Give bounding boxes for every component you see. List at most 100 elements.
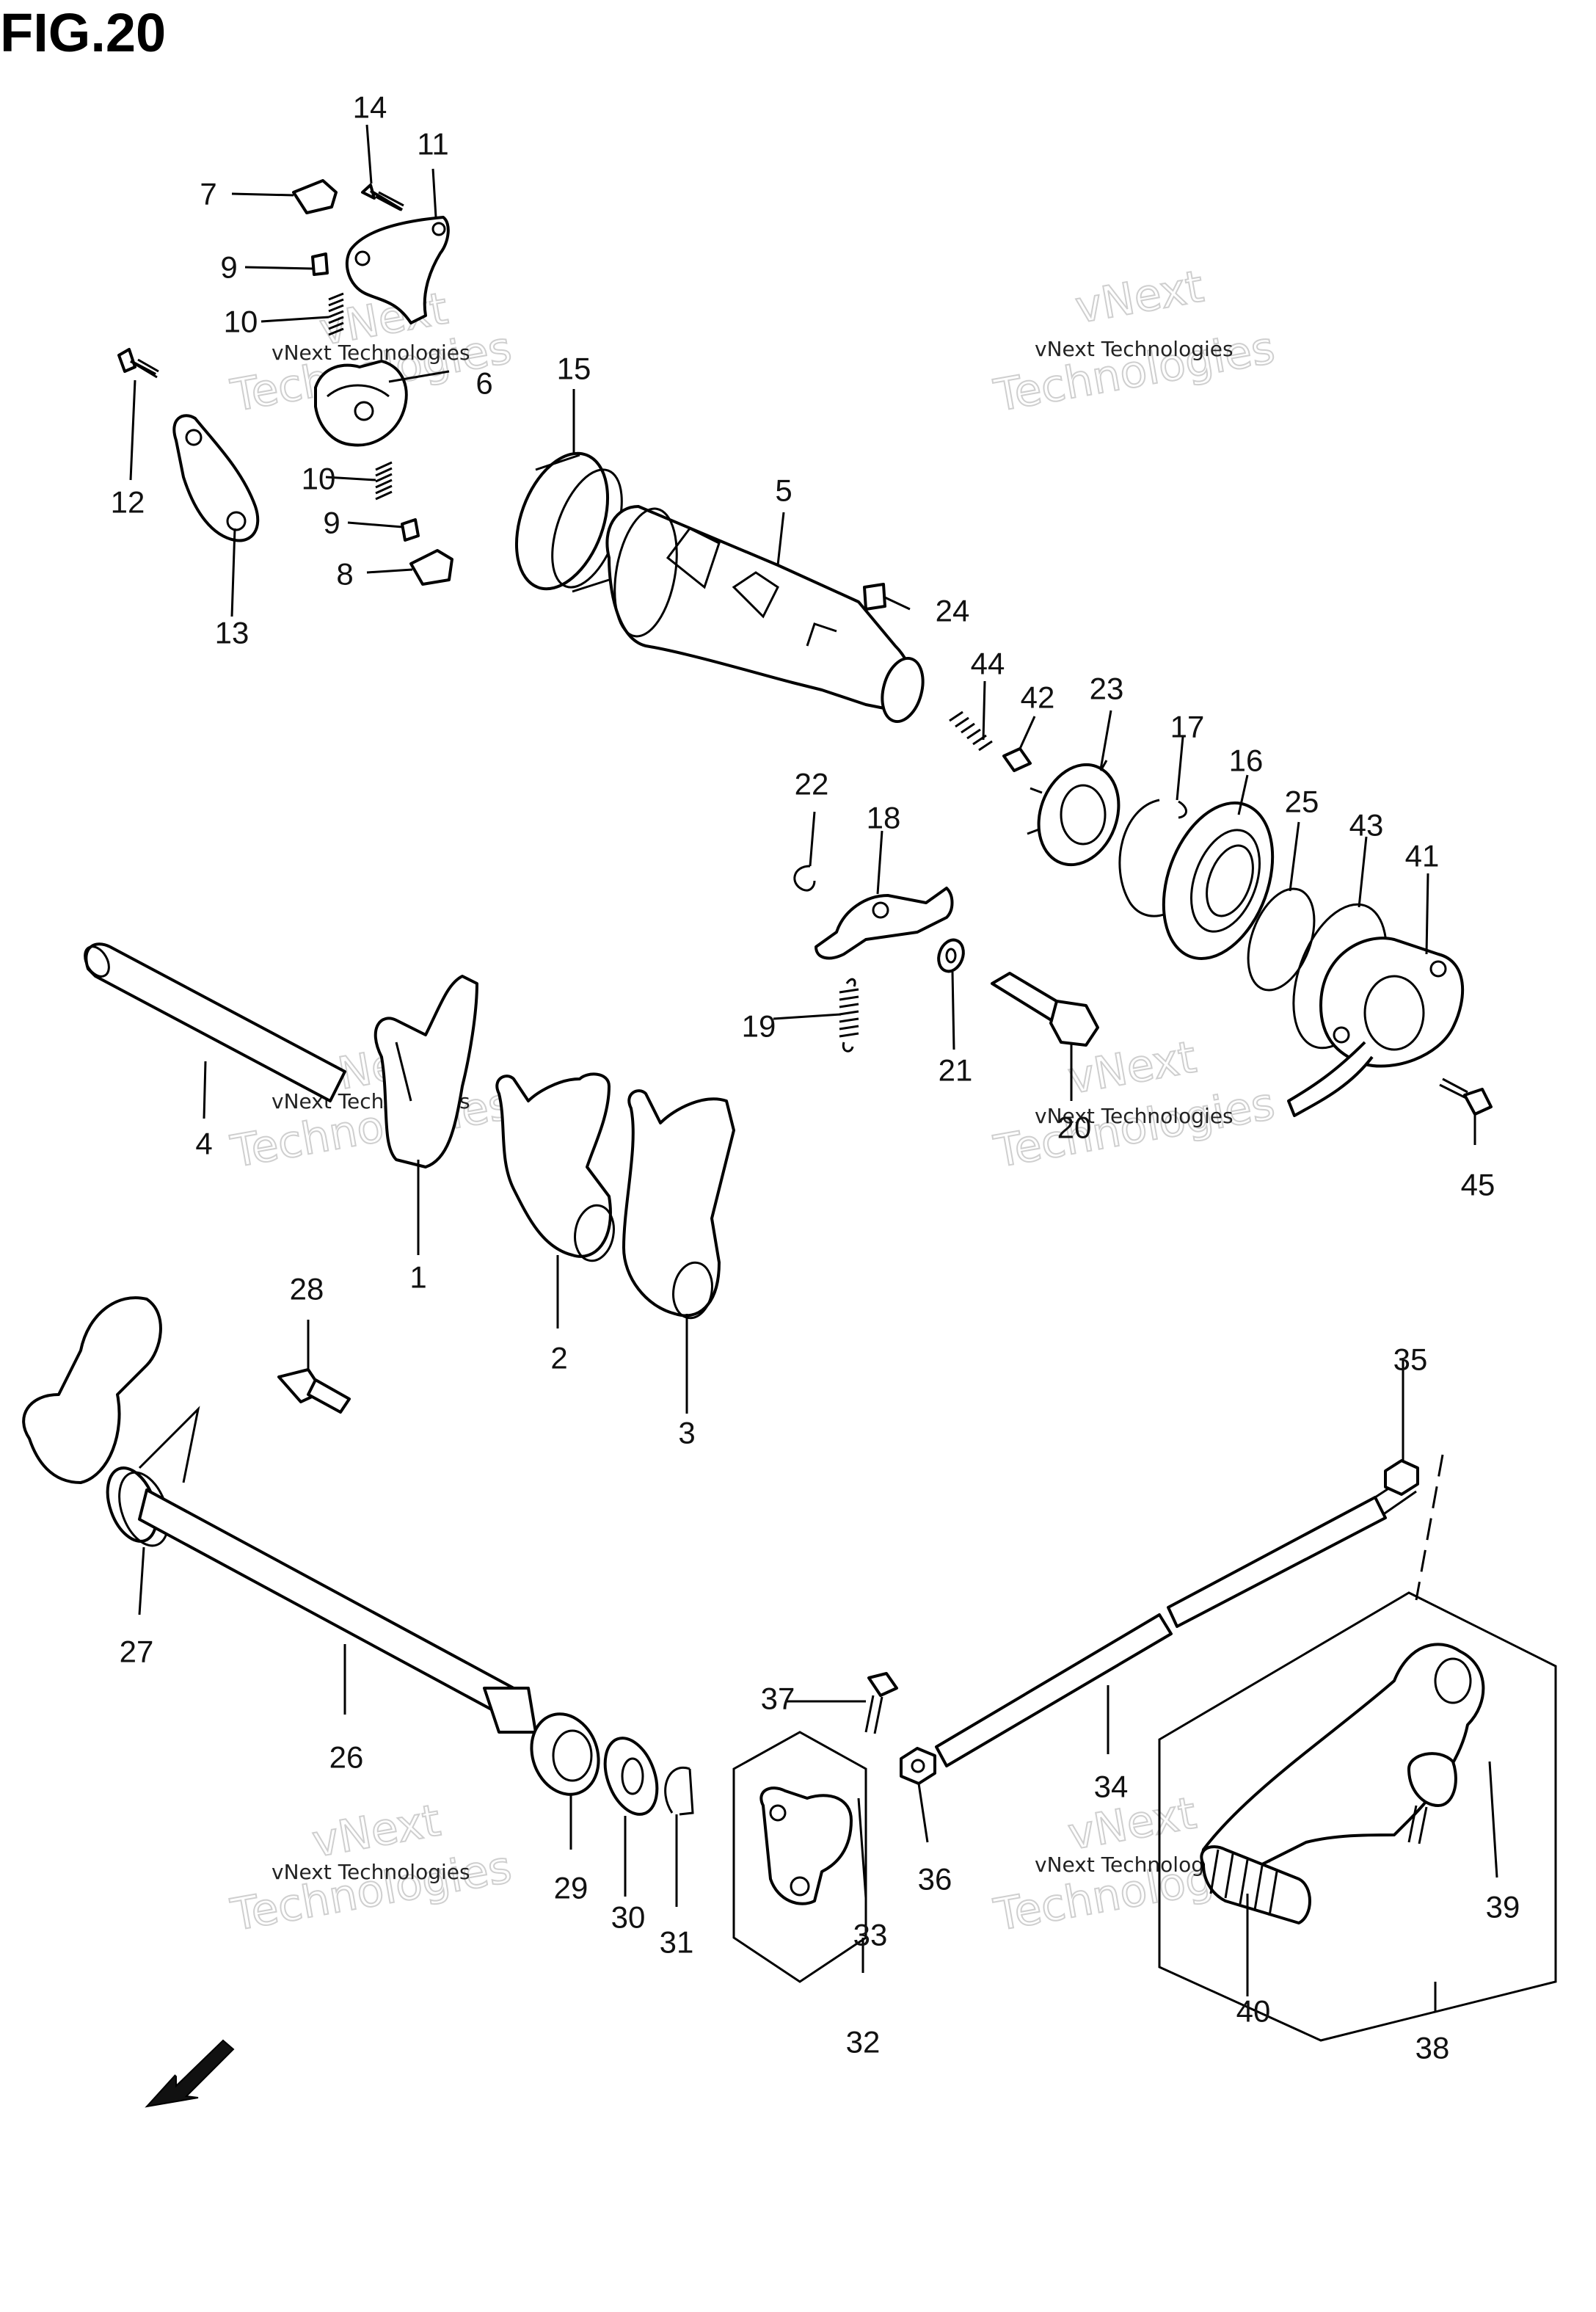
- fwd-arrow-icon: FWD: [145, 2039, 235, 2108]
- callout-17: 17: [1170, 710, 1205, 744]
- callout-33: 33: [853, 1918, 888, 1952]
- part-1-shift-fork: [374, 975, 478, 1168]
- assembly-guide-line: [1415, 1454, 1444, 1601]
- part-30-washer: [603, 1737, 659, 1816]
- callout-24: 24: [936, 594, 970, 628]
- callout-39: 39: [1486, 1890, 1520, 1924]
- callout-21: 21: [939, 1053, 973, 1088]
- part-8-stopper-cap: [409, 549, 453, 586]
- svg-text:vNext Technologies: vNext Technologies: [272, 341, 470, 365]
- callout-34: 34: [1094, 1770, 1129, 1804]
- callout-38: 38: [1415, 2031, 1450, 2065]
- callout-30: 30: [611, 1900, 646, 1935]
- callout-14: 14: [353, 90, 387, 125]
- callout-43: 43: [1349, 808, 1384, 843]
- svg-text:vNext Technologies: vNext Technologies: [1035, 337, 1234, 361]
- callout-16: 16: [1229, 744, 1264, 778]
- part-33-rod-end: [759, 1786, 853, 1905]
- callout-25: 25: [1285, 785, 1319, 819]
- callout-37: 37: [761, 1682, 795, 1716]
- callout-12: 12: [111, 485, 145, 520]
- callout-3: 3: [678, 1416, 695, 1450]
- part-2-shift-fork: [495, 1072, 615, 1262]
- part-39-bolt: [1407, 1752, 1457, 1844]
- callout-8: 8: [336, 557, 353, 592]
- part-28-bolt: [277, 1368, 351, 1414]
- callout-1: 1: [409, 1260, 426, 1295]
- part-9-pin-upper: [311, 252, 329, 276]
- part-35-nut: [1384, 1459, 1419, 1496]
- callout-36: 36: [918, 1862, 952, 1897]
- callout-2: 2: [550, 1341, 567, 1375]
- callout-22: 22: [795, 767, 829, 801]
- part-10-spring-upper: [328, 292, 344, 336]
- figure-title: FIG.20: [0, 2, 166, 63]
- callout-29: 29: [554, 1871, 589, 1905]
- watermark-top-right: Technologies vNext vNext Technologies: [989, 260, 1279, 423]
- callout-13: 13: [215, 616, 249, 650]
- part-19-spring: [839, 978, 859, 1053]
- part-40-footpeg-rubber: [1200, 1845, 1311, 1924]
- svg-text:vNext Technologies: vNext Technologies: [272, 1860, 470, 1884]
- part-16-bearing: [1162, 801, 1275, 960]
- part-38-gearshift-lever: [1200, 1643, 1485, 1883]
- part-45-bolt: [1439, 1077, 1493, 1116]
- callout-10-lower: 10: [302, 462, 336, 496]
- callout-23: 23: [1090, 672, 1124, 706]
- watermark-mid-right: Technologies vNext vNext Technologies: [989, 1030, 1279, 1179]
- svg-text:vNext: vNext: [1071, 261, 1207, 333]
- svg-text:vNext: vNext: [1064, 1787, 1200, 1860]
- part-21-washer: [937, 938, 965, 973]
- callout-35: 35: [1393, 1342, 1428, 1377]
- callout-15: 15: [557, 352, 591, 386]
- part-13-plate: [172, 414, 260, 542]
- part-26-gearshift-shaft: [22, 1296, 537, 1734]
- part-10-spring-lower: [375, 461, 393, 501]
- part-31-circlip: [664, 1766, 694, 1816]
- svg-text:vNext Technologies: vNext Technologies: [1035, 1104, 1234, 1128]
- callout-31: 31: [660, 1925, 694, 1960]
- part-38-lever-assembly-frame: [1158, 1591, 1557, 2042]
- part-34-tie-rod: [935, 1474, 1417, 1767]
- callout-5: 5: [775, 473, 792, 508]
- callout-44: 44: [971, 647, 1005, 681]
- watermark-bottom-left: Technologies vNext vNext Technologies: [226, 1794, 516, 1942]
- part-5-shift-drum: [605, 505, 925, 724]
- part-4-fork-rod: [84, 942, 346, 1102]
- part-25-oring: [1247, 887, 1316, 992]
- part-3-shift-fork: [622, 1089, 735, 1320]
- part-42-pin: [1002, 747, 1032, 772]
- callout-27: 27: [120, 1635, 154, 1669]
- callout-7: 7: [200, 177, 216, 211]
- part-9-pin-lower: [401, 518, 420, 542]
- part-18-shift-arm: [815, 887, 954, 960]
- part-6-cam-stopper: [314, 360, 408, 447]
- part-23-cam: [1027, 760, 1121, 867]
- callout-9-lower: 9: [323, 506, 340, 540]
- callout-6: 6: [475, 366, 492, 401]
- callout-42: 42: [1021, 680, 1055, 715]
- callout-10: 10: [224, 305, 258, 339]
- part-36-nut: [900, 1747, 936, 1785]
- callout-41: 41: [1405, 839, 1440, 873]
- part-11-stopper-plate: [345, 216, 450, 324]
- callout-26: 26: [329, 1740, 364, 1775]
- leader-lines: [129, 124, 1498, 2011]
- part-14-screw: [361, 183, 404, 211]
- part-29-oil-seal: [530, 1712, 600, 1796]
- callout-45: 45: [1461, 1168, 1495, 1202]
- part-22-clip: [793, 865, 816, 892]
- part-32-link-assembly-frame: [732, 1731, 867, 1983]
- callout-labels: 14 11 7 9 10 6 12 13 10 9 8 15 5 24 44 4…: [111, 90, 1520, 2065]
- callout-32: 32: [846, 2025, 881, 2060]
- part-20-bolt: [991, 972, 1099, 1047]
- part-44-spring: [949, 710, 993, 752]
- callout-19: 19: [742, 1009, 776, 1044]
- callout-9: 9: [220, 250, 237, 285]
- callout-20: 20: [1057, 1110, 1092, 1145]
- callout-28: 28: [290, 1272, 324, 1306]
- callout-4: 4: [195, 1127, 212, 1161]
- part-12-bolt: [117, 348, 159, 379]
- part-37-bolt: [864, 1672, 898, 1734]
